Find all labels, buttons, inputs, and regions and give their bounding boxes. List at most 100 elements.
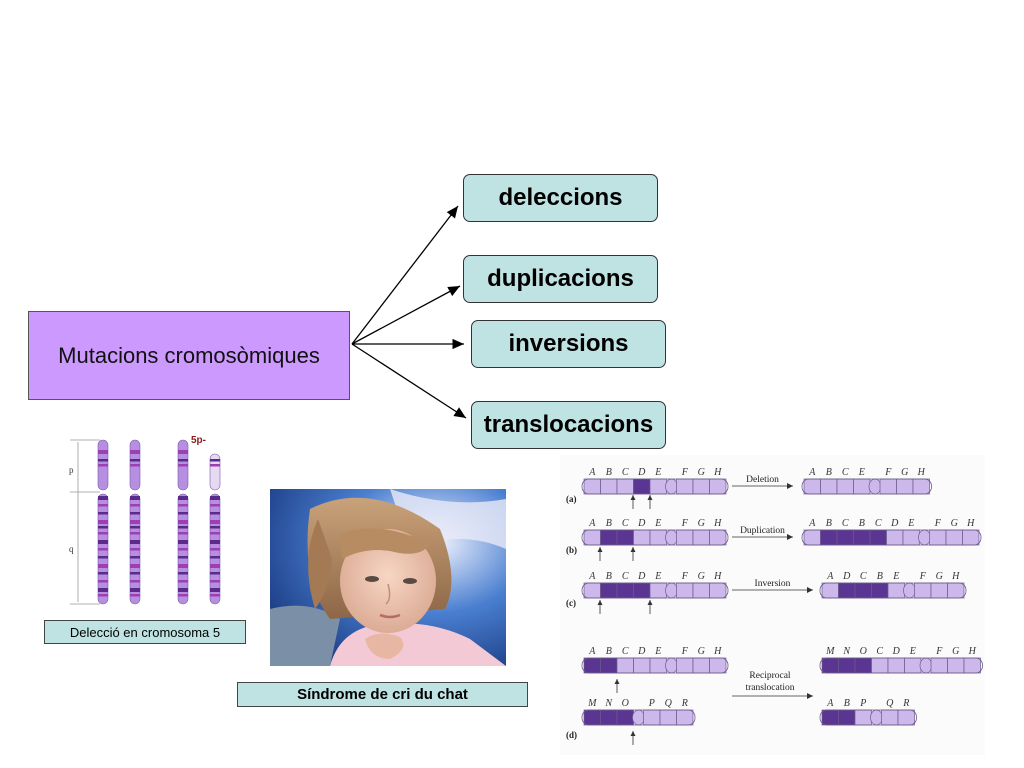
- svg-text:H: H: [966, 518, 975, 529]
- cri-du-chat-photo: [270, 489, 506, 666]
- svg-text:E: E: [892, 571, 899, 582]
- node-inversions: inversions: [471, 320, 666, 368]
- svg-text:C: C: [622, 571, 629, 582]
- svg-text:D: D: [637, 518, 646, 529]
- panel-label-d: (d): [566, 730, 577, 740]
- arrow-to-deleccions: [351, 205, 459, 345]
- svg-text:G: G: [698, 571, 705, 582]
- svg-text:R: R: [902, 698, 909, 709]
- svg-text:G: G: [698, 518, 705, 529]
- svg-text:A: A: [588, 646, 596, 657]
- chromosome-5-copy: [177, 439, 189, 605]
- svg-text:A: A: [588, 571, 596, 582]
- arrow-to-translocacions: [351, 343, 467, 419]
- svg-text:Q: Q: [665, 698, 673, 709]
- translocation-arrow: [732, 693, 813, 699]
- svg-text:C: C: [622, 518, 629, 529]
- panel-label-c: (c): [566, 598, 576, 608]
- svg-text:B: B: [606, 467, 612, 478]
- node-duplicacions: duplicacions: [463, 255, 658, 303]
- inversion-arrow: Inversion: [732, 579, 813, 593]
- svg-text:C: C: [876, 646, 883, 657]
- svg-text:H: H: [713, 646, 722, 657]
- svg-text:D: D: [892, 646, 901, 657]
- svg-text:F: F: [681, 571, 689, 582]
- svg-text:B: B: [826, 518, 832, 529]
- svg-text:E: E: [909, 646, 916, 657]
- node-deleccions: deleccions: [463, 174, 658, 222]
- svg-text:H: H: [951, 571, 960, 582]
- svg-text:A: A: [588, 518, 596, 529]
- arrow-to-duplicacions: [351, 285, 461, 345]
- svg-text:H: H: [917, 467, 926, 478]
- chromosome-caption: Delecció en cromosoma 5: [44, 620, 246, 644]
- svg-text:B: B: [826, 467, 832, 478]
- svg-text:Deletion: Deletion: [746, 475, 779, 485]
- root-node-mutacions: Mutacions cromosòmiques: [28, 311, 350, 400]
- svg-text:P: P: [859, 698, 866, 709]
- panel-label-b: (b): [566, 545, 577, 555]
- svg-text:translocation: translocation: [745, 683, 794, 693]
- duplication-arrow: Duplication: [732, 526, 793, 540]
- svg-text:D: D: [637, 646, 646, 657]
- svg-text:E: E: [654, 518, 661, 529]
- svg-text:F: F: [919, 571, 927, 582]
- svg-text:F: F: [681, 467, 689, 478]
- svg-text:C: C: [842, 467, 849, 478]
- panel-label-a: (a): [566, 494, 577, 504]
- svg-text:H: H: [713, 571, 722, 582]
- svg-text:D: D: [842, 571, 851, 582]
- svg-text:G: G: [698, 646, 705, 657]
- svg-text:H: H: [713, 518, 722, 529]
- 5p-minus-label: 5p-: [191, 435, 206, 446]
- svg-text:A: A: [588, 467, 596, 478]
- svg-text:A: A: [808, 518, 816, 529]
- svg-text:B: B: [877, 571, 883, 582]
- chromosome-5-copy: [129, 439, 141, 605]
- svg-text:F: F: [681, 518, 689, 529]
- svg-text:O: O: [622, 698, 629, 709]
- svg-text:E: E: [654, 646, 661, 657]
- svg-text:Inversion: Inversion: [755, 579, 791, 589]
- svg-text:F: F: [935, 646, 943, 657]
- svg-text:N: N: [604, 698, 613, 709]
- svg-text:B: B: [844, 698, 850, 709]
- svg-text:F: F: [884, 467, 892, 478]
- svg-text:B: B: [606, 518, 612, 529]
- svg-text:R: R: [681, 698, 688, 709]
- svg-text:G: G: [698, 467, 705, 478]
- svg-text:E: E: [858, 467, 865, 478]
- svg-text:B: B: [606, 571, 612, 582]
- chromosome-5-copy: [97, 439, 109, 605]
- arm-p-label: p: [69, 465, 74, 475]
- node-translocacions: translocacions: [471, 401, 666, 449]
- deletion-arrow: Deletion: [732, 475, 793, 489]
- svg-text:A: A: [808, 467, 816, 478]
- svg-text:N: N: [842, 646, 851, 657]
- translocation-label: Reciprocal: [749, 671, 791, 681]
- svg-text:F: F: [681, 646, 689, 657]
- svg-text:E: E: [654, 467, 661, 478]
- svg-text:A: A: [826, 698, 834, 709]
- svg-text:C: C: [860, 571, 867, 582]
- svg-text:C: C: [622, 467, 629, 478]
- svg-text:H: H: [713, 467, 722, 478]
- svg-text:P: P: [648, 698, 655, 709]
- svg-text:C: C: [842, 518, 849, 529]
- svg-text:E: E: [654, 571, 661, 582]
- svg-text:M: M: [587, 698, 597, 709]
- svg-text:D: D: [637, 467, 646, 478]
- svg-text:A: A: [826, 571, 834, 582]
- svg-text:G: G: [936, 571, 943, 582]
- cri-du-chat-caption: Síndrome de cri du chat: [237, 682, 528, 707]
